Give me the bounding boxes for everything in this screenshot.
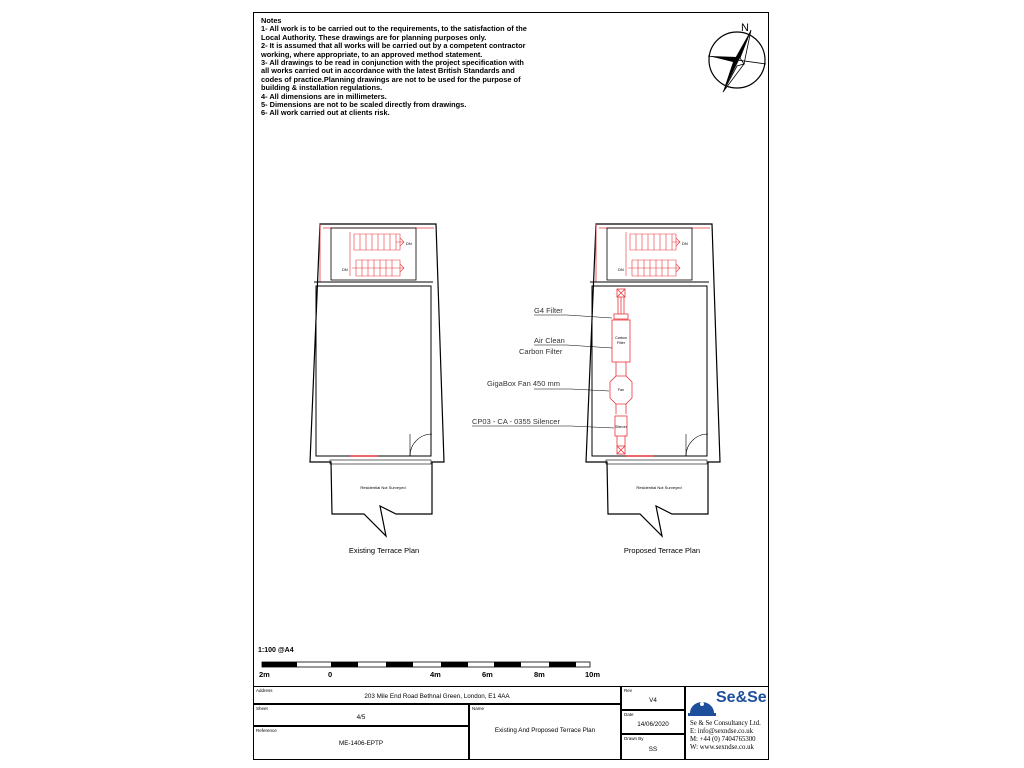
address-label: Address [256, 688, 273, 693]
note-line: 3- All drawings to be read in conjunctio… [261, 58, 524, 68]
drawing-sheet [253, 12, 769, 760]
silencer-label: CP03 - CA - 0355 Silencer [472, 417, 560, 426]
north-label: N [741, 22, 749, 34]
notes-heading: Notes [261, 16, 282, 25]
company-web: W: www.sexndse.co.uk [690, 744, 754, 751]
name-cell: Name Existing And Proposed Terrace Plan [469, 704, 621, 760]
residential-label: Residential Not Surveyed [636, 485, 681, 490]
inner-silencer-label: Silencer [615, 425, 627, 429]
rev-label: Rev [624, 688, 633, 693]
drawn-by-value: SS [648, 746, 658, 753]
sheet-value: 4/5 [356, 714, 366, 721]
existing-plan: DN DN Residential Not Surveyed Existing … [309, 223, 445, 555]
sheet-label: Sheet [256, 706, 268, 711]
note-line: 6- All work carried out at clients risk. [261, 108, 390, 118]
existing-plan-title: Existing Terrace Plan [349, 546, 419, 555]
reference-label: Reference [256, 728, 277, 733]
name-value: Existing And Proposed Terrace Plan [494, 727, 596, 734]
note-line: 5- Dimensions are not to be scaled direc… [261, 100, 467, 110]
north-arrow-icon: N [707, 22, 767, 93]
proposed-plan: DN DN Residential Not Surveyed Proposed … [472, 223, 721, 555]
scale-tick: 0 [328, 670, 333, 679]
note-line: Local Authority. These drawings are for … [261, 32, 487, 42]
scale-tick: 6m [482, 670, 493, 679]
scale-tick: 4m [430, 670, 441, 679]
inner-fan-label: Fan [618, 388, 624, 392]
stair-dn-label: DN [342, 267, 348, 272]
note-line: 1- All work is to be carried out to the … [261, 24, 527, 34]
drawn-by-cell: Drawn By SS [621, 734, 685, 760]
notes-block: Notes 1- All work is to be carried out t… [261, 16, 551, 118]
stair-dn-label: DN [682, 241, 688, 246]
company-cell [685, 686, 769, 760]
reference-value: ME-1406-EPTP [338, 740, 384, 747]
address-cell: Address 203 Mile End Road Bethnal Green,… [253, 686, 621, 704]
note-line: building & installation regulations. [261, 83, 383, 93]
scale-tick: 2m [259, 670, 270, 679]
note-line: working, where appropriate, to an approv… [261, 49, 483, 59]
residential-label: Residential Not Surveyed [360, 485, 405, 490]
title-block: Address 203 Mile End Road Bethnal Green,… [253, 686, 769, 760]
company-name: Se & Se Consultancy Ltd. [690, 720, 761, 727]
stair-dn-label: DN [618, 267, 624, 272]
air-clean-label: Air Clean [534, 336, 565, 345]
company-logo-icon [688, 702, 716, 716]
sheet-cell: Sheet 4/5 [253, 704, 469, 726]
note-line: all works carried out in accordance with… [261, 66, 515, 76]
company-mobile: M: +44 (0) 7404765300 [690, 736, 756, 743]
rev-value: V4 [649, 697, 657, 704]
scale-tick: 8m [534, 670, 545, 679]
proposed-plan-title: Proposed Terrace Plan [624, 546, 700, 555]
company-email: E: info@sexndse.co.uk [690, 728, 754, 735]
stair-dn-label: DN [406, 241, 412, 246]
date-value: 14/06/2020 [637, 721, 669, 728]
date-cell: Date 14/06/2020 [621, 710, 685, 734]
inner-filter-label: Filter [617, 341, 626, 345]
inner-carbon-label: Carbon [615, 336, 627, 340]
scale-tick: 10m [585, 670, 601, 679]
reference-cell: Reference ME-1406-EPTP [253, 726, 469, 760]
duct-system [609, 288, 633, 455]
drawn-by-label: Drawn By [624, 736, 644, 741]
note-line: 4- All dimensions are in millimeters. [261, 91, 387, 101]
company-logo-text: Se&Se [716, 689, 767, 706]
note-line: 2- It is assumed that all works will be … [261, 41, 526, 51]
carbon-filter-label: Carbon Filter [519, 347, 563, 356]
rev-cell: Rev V4 [621, 686, 685, 710]
scale-bar [261, 661, 591, 668]
g4-filter-label: G4 Filter [534, 306, 563, 315]
date-label: Date [624, 712, 634, 717]
scale-label: 1:100 @A4 [258, 647, 294, 654]
note-line: codes of practice.Planning drawings are … [261, 74, 521, 84]
fan-label: GigaBox Fan 450 mm [487, 379, 560, 388]
name-label: Name [472, 706, 485, 711]
address-value: 203 Mile End Road Bethnal Green, London,… [364, 693, 510, 700]
